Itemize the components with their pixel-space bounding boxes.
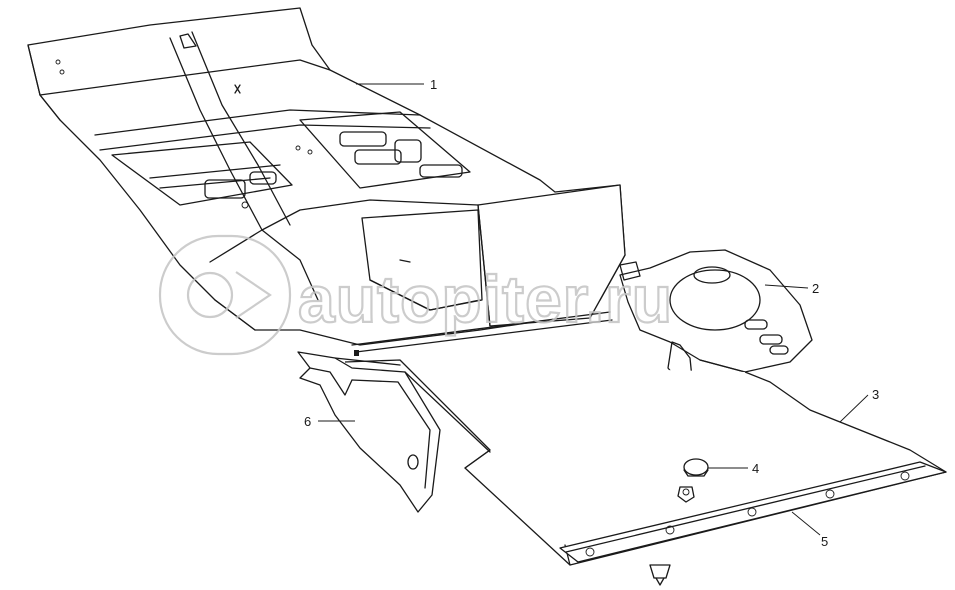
callout-3: 3 [872, 387, 879, 402]
leader-3 [839, 394, 869, 423]
plug [683, 458, 709, 477]
watermark-logo-arrow [235, 271, 272, 319]
callout-4: 4 [752, 461, 759, 476]
floor-panel [27, 7, 626, 356]
sill-strip [559, 461, 947, 563]
watermark: autopiter.ru [158, 234, 673, 356]
fasteners [649, 486, 695, 586]
callout-6: 6 [304, 414, 311, 429]
leader-2 [764, 284, 809, 289]
callout-labels: 1 2 3 4 5 6 [304, 77, 879, 549]
leader-5 [791, 511, 821, 536]
watermark-logo-badge [158, 234, 292, 356]
spare-wheel-well [619, 249, 813, 395]
callout-5: 5 [821, 534, 828, 549]
callout-1: 1 [430, 77, 437, 92]
watermark-text: autopiter.ru [298, 262, 673, 336]
callout-2: 2 [812, 281, 819, 296]
side-trim-panel [297, 351, 491, 513]
watermark-logo-circle [186, 271, 234, 319]
leader-lines [318, 83, 869, 536]
